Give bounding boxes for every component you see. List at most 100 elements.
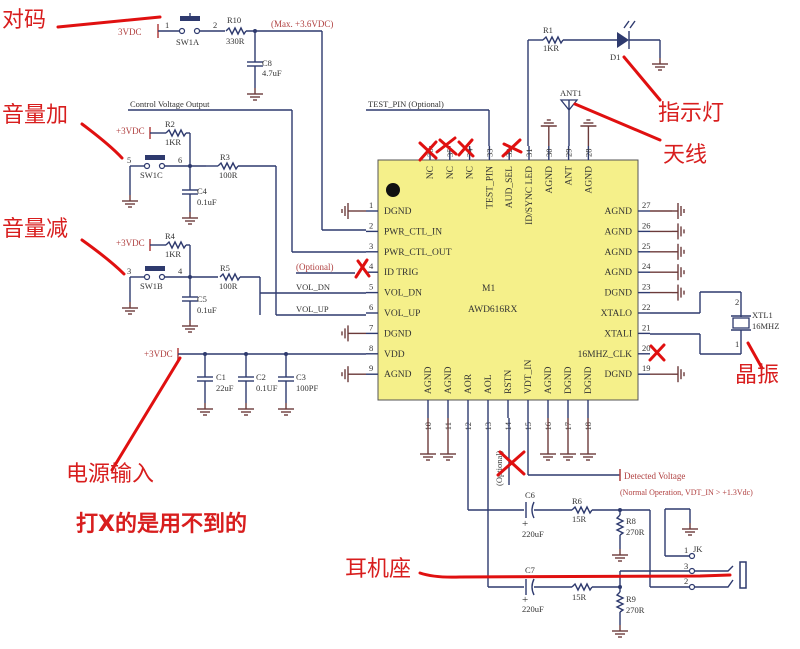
annotation-indicator: 指示灯 — [658, 101, 724, 126]
pin-name: 16MHZ_CLK — [578, 350, 633, 360]
svg-text:5: 5 — [127, 155, 131, 165]
ant1-ref: ANT1 — [560, 88, 582, 98]
pin-number: 24 — [642, 261, 651, 271]
x-mark-rstn — [496, 450, 526, 477]
r4-value: 1KR — [165, 249, 181, 259]
pin-name: AGND — [584, 166, 594, 194]
pin-number: 31 — [524, 149, 534, 158]
xtl1-value: 16MHZ — [752, 321, 779, 331]
net-optional-rstn: (Optional) — [494, 450, 504, 486]
annotation-pair: 对码 — [2, 8, 46, 33]
net-test-pin: TEST_PIN (Optional) — [368, 99, 444, 109]
svg-text:4: 4 — [178, 266, 183, 276]
annotation-lines — [56, 15, 764, 579]
c3-value: 100PF — [296, 383, 318, 393]
c2-ref: C2 — [256, 372, 266, 382]
pin-name: ID TRIG — [384, 268, 419, 278]
antenna-pointer — [573, 102, 662, 142]
c1-value: 22uF — [216, 383, 234, 393]
pin-number: 6 — [369, 302, 373, 312]
chip-right-pins: 27AGND26AGND25AGND24AGND23DGND22XTALO21X… — [578, 200, 685, 383]
pin-name: AOL — [484, 374, 494, 394]
pin-number: 32 — [504, 149, 514, 158]
pin-number: 3 — [369, 241, 373, 251]
chip-part: AWD616RX — [468, 305, 518, 315]
led-indicator-circuit: R1 1KR D1 — [527, 20, 669, 146]
pin-name: VDD — [384, 350, 405, 360]
pin-name: AOR — [464, 373, 474, 394]
sw1a-ref: SW1A — [176, 37, 200, 47]
r8-ref: R8 — [626, 516, 636, 526]
r10-value: 330R — [226, 36, 245, 46]
r7-value: 15R — [572, 592, 587, 602]
pin-name: DGND — [584, 366, 594, 394]
pin-number: 35 — [445, 149, 455, 158]
pin-name: AGND — [605, 207, 633, 217]
crystal-circuit: 2 1 XTL1 16MHZ — [650, 291, 779, 355]
pin-number: 30 — [544, 149, 554, 158]
r5-ref: R5 — [220, 263, 230, 273]
pin-number: 8 — [369, 343, 373, 353]
pin-name: PWR_CTL_IN — [384, 227, 442, 237]
unused-pin-marks — [354, 136, 666, 477]
pin-name: XTALO — [601, 309, 633, 319]
d1-ref: D1 — [610, 52, 620, 62]
net-control-voltage: Control Voltage Output — [130, 99, 210, 109]
chip-body — [377, 159, 639, 401]
headphone-jack-jk: JK 1 3 2 — [664, 508, 747, 591]
c4-value: 0.1uF — [197, 197, 217, 207]
c5-ref: C5 — [197, 294, 207, 304]
vol-nets: VOL_DN VOL_UP (Optional) — [260, 262, 366, 314]
sw1b-ref: SW1B — [140, 281, 163, 291]
pin-name: VDT_IN — [524, 360, 534, 394]
vol-down-pointer — [80, 238, 126, 276]
pin-number: 4 — [369, 261, 374, 271]
annotation-crystal: 晶振 — [735, 363, 779, 388]
r10-ref: R10 — [227, 15, 241, 25]
audio-output-circuit: + C6 220uF R6 15R R8 270R + C7 220uF 15R… — [467, 418, 690, 638]
pin-name: VOL_DN — [384, 289, 422, 299]
power-input-circuit: +3VDC C1 22uF C2 0.1UF C3 100PF — [144, 348, 366, 416]
detected-voltage-net: Detected Voltage (Normal Operation, VDT_… — [494, 418, 753, 497]
r4-ref: R4 — [165, 231, 176, 241]
vol-up-pointer — [80, 122, 124, 160]
pin-name: PWR_CTL_OUT — [384, 248, 452, 258]
jack-pointer — [418, 571, 732, 579]
pin-name: TEST_PIN — [485, 166, 495, 209]
crystal-pointer — [746, 341, 764, 370]
power-input-pointer — [110, 356, 182, 472]
r1-ref: R1 — [543, 25, 553, 35]
pin-name: AGND — [605, 268, 633, 278]
x-mark-nc-34 — [457, 138, 475, 158]
pin-number: 26 — [642, 220, 651, 230]
sw1b-button — [145, 266, 165, 271]
c5-value: 0.1uF — [197, 305, 217, 315]
r1-value: 1KR — [543, 43, 559, 53]
vol-down-switch-circuit: +3VDC R4 1KR 3 SW1B 4 R5 100R C5 0.1uF — [116, 231, 261, 333]
pin-name: AUD_SEL — [505, 166, 515, 208]
indicator-pointer — [622, 55, 662, 102]
svg-text:+3VDC: +3VDC — [116, 238, 145, 248]
c7-value: 220uF — [522, 604, 544, 614]
chip-m1: M1 AWD616RX — [377, 159, 639, 401]
r5-value: 100R — [219, 281, 238, 291]
pin-name: DGND — [605, 370, 633, 380]
r3-ref: R3 — [220, 152, 230, 162]
svg-text:2: 2 — [735, 297, 739, 307]
c8-value: 4.7uF — [262, 68, 282, 78]
c6-ref: C6 — [525, 490, 535, 500]
c2-value: 0.1UF — [256, 383, 278, 393]
